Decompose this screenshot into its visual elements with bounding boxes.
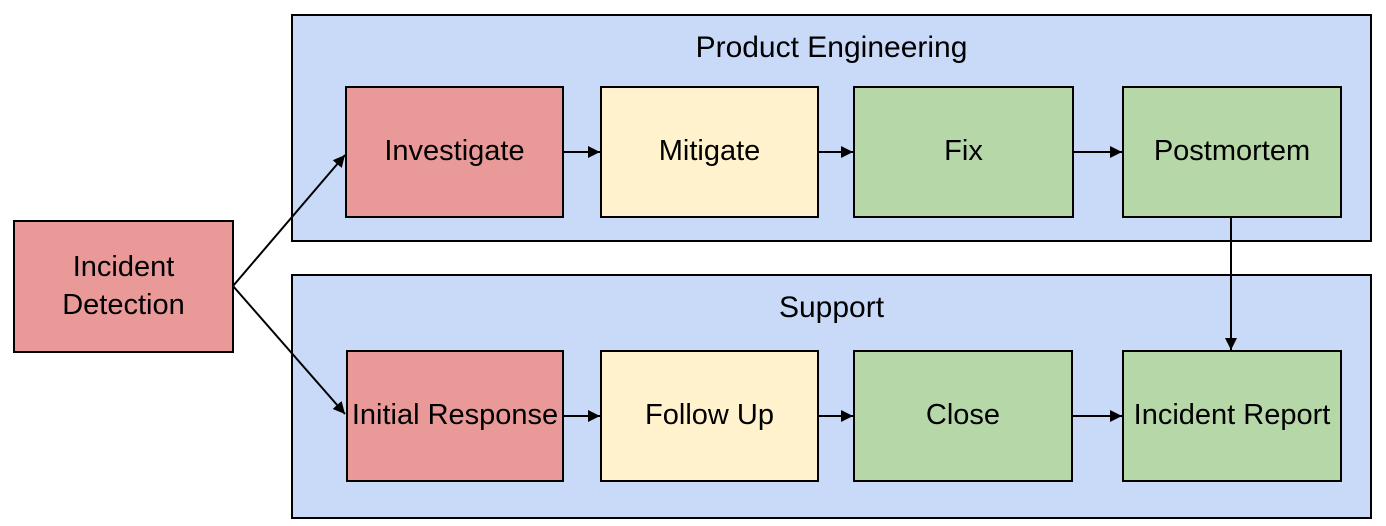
node-label: Incident Detection <box>62 251 185 321</box>
node-label: Incident Report <box>1133 399 1331 432</box>
node-close: Close <box>853 350 1073 482</box>
node-label: Mitigate <box>658 135 761 168</box>
node-label: Close <box>925 399 1001 432</box>
node-follow-up: Follow Up <box>600 350 819 482</box>
node-incident-detection: Incident Detection <box>13 220 234 353</box>
node-investigate: Investigate <box>345 86 564 218</box>
node-label: Follow Up <box>645 399 774 432</box>
node-fix: Fix <box>853 86 1074 218</box>
lane-title-product-engineering: Product Engineering <box>695 31 968 64</box>
node-postmortem: Postmortem <box>1122 86 1342 218</box>
lane-title-support: Support <box>778 291 885 324</box>
node-initial-response: Initial Response <box>346 350 564 482</box>
node-label: Initial Response <box>351 399 559 432</box>
node-incident-report: Incident Report <box>1122 350 1342 482</box>
node-label: Fix <box>944 135 983 168</box>
node-mitigate: Mitigate <box>600 86 819 218</box>
node-label: Postmortem <box>1153 135 1311 168</box>
node-label: Investigate <box>384 135 525 168</box>
